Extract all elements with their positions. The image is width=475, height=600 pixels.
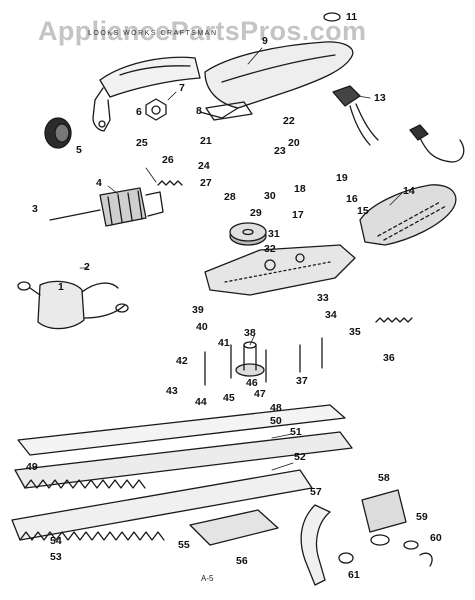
callout-label[interactable]: 52 [294, 451, 306, 463]
callout-label[interactable]: 51 [290, 426, 302, 438]
callout-label[interactable]: 21 [200, 135, 212, 147]
callout-label[interactable]: 35 [349, 326, 361, 338]
callout-label[interactable]: 55 [178, 539, 190, 551]
callout-label[interactable]: 48 [270, 402, 282, 414]
callout-label[interactable]: 5 [76, 144, 82, 156]
callout-label[interactable]: 60 [430, 532, 442, 544]
callout-label[interactable]: 22 [283, 115, 295, 127]
switch-part [332, 85, 379, 146]
callout-label[interactable]: 50 [270, 415, 282, 427]
callout-label[interactable]: 18 [294, 183, 306, 195]
callout-label[interactable]: 23 [274, 145, 286, 157]
handle-cover-part [92, 56, 201, 132]
callout-label[interactable]: 13 [374, 92, 386, 104]
callout-label[interactable]: 29 [250, 207, 262, 219]
callout-label[interactable]: 19 [336, 172, 348, 184]
callout-label[interactable]: 4 [96, 177, 102, 189]
callout-label[interactable]: 15 [357, 205, 369, 217]
diagram-caption: LOOKS WORKS CRAFTSMAN [88, 30, 218, 37]
callout-label[interactable]: 46 [246, 377, 258, 389]
callout-label[interactable]: 17 [292, 209, 304, 221]
callout-label[interactable]: 3 [32, 203, 38, 215]
cam-shaft-part [235, 341, 265, 377]
blade-lower [11, 469, 313, 541]
callout-label[interactable]: 16 [346, 193, 358, 205]
knob-part [44, 117, 72, 149]
page-reference: A-5 [201, 574, 214, 583]
callout-label[interactable]: 11 [346, 11, 358, 23]
callout-label[interactable]: 24 [198, 160, 210, 172]
callout-label[interactable]: 45 [223, 392, 235, 404]
callout-label[interactable]: 57 [310, 486, 322, 498]
callout-label[interactable]: 7 [179, 82, 185, 94]
callout-label[interactable]: 58 [378, 472, 390, 484]
blade-guide-part [189, 509, 279, 546]
armature-part [49, 187, 164, 227]
gear-case-part [204, 244, 356, 296]
cord-handle-part [359, 124, 465, 246]
callout-label[interactable]: 61 [348, 569, 360, 581]
clip-60-part [419, 552, 433, 567]
callout-label[interactable]: 41 [218, 337, 230, 349]
callout-label[interactable]: 25 [136, 137, 148, 149]
callout-label[interactable]: 9 [262, 35, 268, 47]
spring-left-part [157, 180, 183, 186]
callout-label[interactable]: 43 [166, 385, 178, 397]
callout-label[interactable]: 2 [84, 261, 90, 273]
callout-label[interactable]: 47 [254, 388, 266, 400]
callout-label[interactable]: 6 [136, 106, 142, 118]
blade-toothed [14, 431, 353, 489]
bracket-part [300, 504, 331, 586]
callout-label[interactable]: 38 [244, 327, 256, 339]
callout-label[interactable]: 27 [200, 177, 212, 189]
washer-part [323, 12, 341, 22]
upper-housing-part [199, 41, 354, 121]
callout-label[interactable]: 14 [403, 185, 415, 197]
callout-label[interactable]: 56 [236, 555, 248, 567]
callout-label[interactable]: 36 [383, 352, 395, 364]
callout-label[interactable]: 59 [416, 511, 428, 523]
callout-label[interactable]: 49 [26, 461, 38, 473]
callout-label[interactable]: 44 [195, 396, 207, 408]
callout-label[interactable]: 28 [224, 191, 236, 203]
callout-label[interactable]: 53 [50, 551, 62, 563]
callout-label[interactable]: 1 [58, 281, 64, 293]
callout-label[interactable]: 54 [50, 535, 62, 547]
washer-59-part [403, 540, 419, 550]
callout-label[interactable]: 33 [317, 292, 329, 304]
callout-label[interactable]: 34 [325, 309, 337, 321]
spring-part [375, 317, 413, 323]
callout-label[interactable]: 20 [288, 137, 300, 149]
screw-set-part [204, 337, 323, 386]
nut-part [145, 98, 167, 121]
washer-61-part [338, 552, 354, 564]
callout-label[interactable]: 39 [192, 304, 204, 316]
callout-label[interactable]: 31 [268, 228, 280, 240]
callout-label[interactable]: 32 [264, 243, 276, 255]
callout-label[interactable]: 42 [176, 355, 188, 367]
callout-label[interactable]: 37 [296, 375, 308, 387]
gear-part [229, 222, 267, 246]
callout-label[interactable]: 26 [162, 154, 174, 166]
callout-label[interactable]: 30 [264, 190, 276, 202]
callout-label[interactable]: 8 [196, 105, 202, 117]
motor-cover-part [361, 489, 407, 546]
blade-plate-upper [17, 404, 346, 456]
leader-lines [79, 47, 403, 471]
callout-label[interactable]: 40 [196, 321, 208, 333]
brush-holder-part [17, 280, 129, 330]
